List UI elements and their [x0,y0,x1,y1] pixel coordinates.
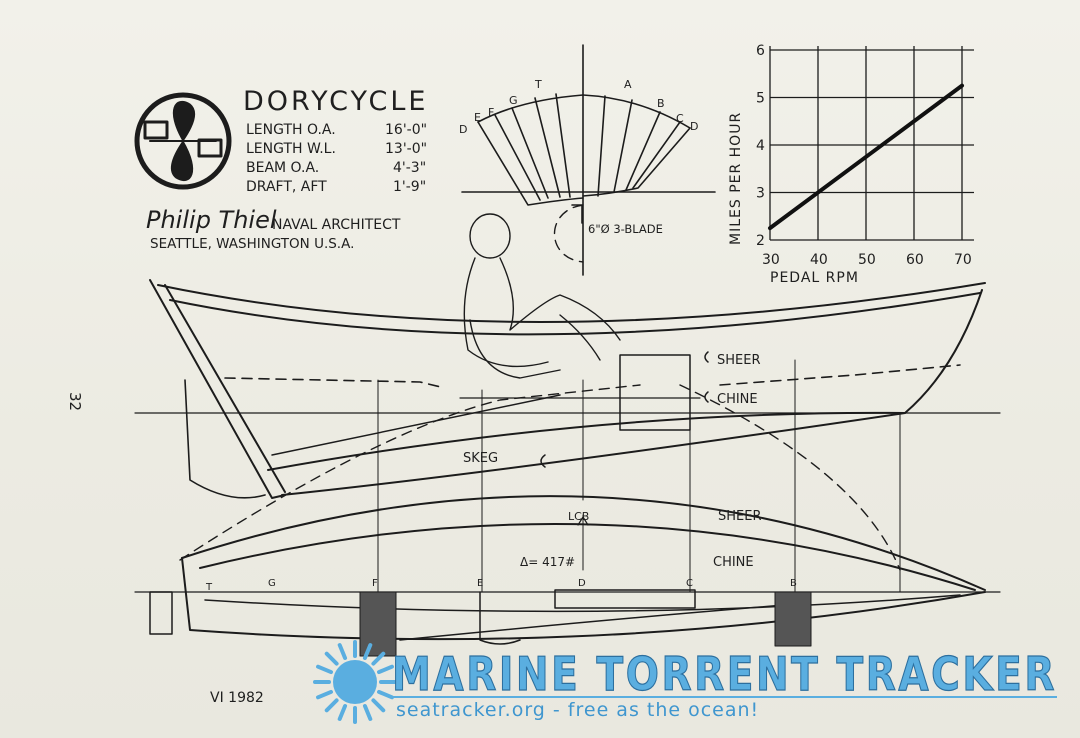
plan-station-label: E [477,578,483,589]
sun-ray [337,704,348,721]
plan-station-label: C [686,578,693,589]
station-label: A [624,78,632,91]
chart-x-tick: 30 [762,252,780,268]
body-plan [461,44,716,276]
chart-xlabel: PEDAL RPM [770,270,859,286]
watermark-title: MARINE TORRENT TRACKER [392,647,1057,701]
architect-signature: Philip Thiel [146,206,277,234]
watermark: MARINE TORRENT TRACKER seatracker.org - … [313,640,1057,724]
plan-station-label: G [268,578,276,589]
station-label: D [459,123,467,136]
page-number: 32 [66,392,84,411]
chart-y-tick: 3 [756,186,765,202]
propeller-logo [134,92,232,190]
sun-ray [324,651,339,666]
skeg-label: SKEG [463,451,498,466]
sun-ray [377,664,394,675]
chine-label: CHINE [717,392,758,407]
plan-view [134,495,1001,657]
chart-x-tick: 60 [906,252,924,268]
sun-ray [371,651,386,666]
sun-ray [362,704,373,721]
chart-y-tick: 2 [756,233,765,249]
sun-ray [316,689,333,700]
plan-sheer-label: SHEER [718,509,762,524]
architect-role: NAVAL ARCHITECT [272,217,401,233]
plan-station-label: T [205,582,213,593]
propeller-note: 6"Ø 3-BLADE [588,222,663,236]
station-label: C [676,112,684,125]
station-label: T [534,78,542,91]
chart-x-tick: 50 [858,252,876,268]
watermark-subtitle: seatracker.org - free as the ocean! [396,699,759,721]
chart-y-tick: 4 [756,138,765,154]
watermark-rule [392,696,1057,698]
plan-chine-label: CHINE [713,555,754,570]
station-label: B [657,97,665,110]
station-label: G [509,94,518,107]
chart-series-line [768,83,964,231]
spec-label: BEAM O.A. [246,160,319,176]
sun-ray [377,689,394,700]
sun-ray [362,643,373,660]
spec-label: DRAFT, AFT [246,179,327,195]
plan-labels: SHEER CHINE LCB Δ= 417# T G F E D C B [205,509,797,593]
spec-value: 13'-0" [385,141,427,157]
plan-station-label: D [578,578,586,589]
body-plan-stations: D E F G T A B C D 6"Ø 3-BLADE [459,78,698,236]
figure-outline [463,213,621,379]
station-label: F [488,106,494,119]
sun-ray [371,698,386,713]
plan-station-label: F [372,578,378,589]
speed-chart: 30 40 50 60 70 2 3 4 5 6 [756,43,974,268]
lcb-label: LCB [568,510,589,523]
spec-value: 4'-3" [393,160,426,176]
chart-x-tick: 40 [810,252,828,268]
chart-x-tick: 70 [954,252,972,268]
sun-ray [324,698,339,713]
spec-label: LENGTH W.L. [246,141,336,157]
displacement-label: Δ= 417# [520,555,575,569]
chart-ylabel: MILES PER HOUR [728,112,744,245]
sheer-label: SHEER [717,353,761,368]
spec-value: 16'-0" [385,122,427,138]
sun-ray [337,643,348,660]
station-label: D [690,120,698,133]
drawing-title: DORYCYCLE [243,86,428,117]
chart-y-tick: 6 [756,43,765,59]
profile-view [134,279,1001,593]
spec-value: 1'-9" [393,179,426,195]
architect-location: SEATTLE, WASHINGTON U.S.A. [150,236,354,252]
chart-y-tick: 5 [756,91,765,107]
profile-labels: SHEER CHINE SKEG [463,353,761,466]
sun-burst-icon [313,640,397,724]
spec-label: LENGTH O.A. [246,122,336,138]
date-mark: VI 1982 [210,690,264,706]
sun-ray [316,664,333,675]
station-label: E [474,111,481,124]
plan-station-label: B [790,578,797,589]
spec-table: LENGTH O.A. 16'-0" LENGTH W.L. 13'-0" BE… [246,122,427,195]
